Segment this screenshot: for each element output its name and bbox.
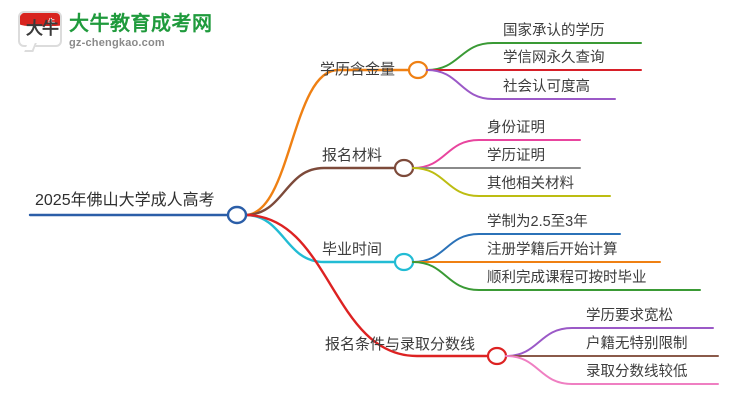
branch-label-0[interactable]: 学历含金量 [320, 61, 396, 78]
leaf-label-2-0[interactable]: 学制为2.5至3年 [487, 214, 588, 230]
leaf-line-0-0 [426, 42, 642, 71]
leaf-label-1-0[interactable]: 身份证明 [487, 120, 545, 136]
branch-line-0 [243, 68, 411, 217]
leaf-line-2-2 [412, 261, 701, 291]
leaf-label-3-2[interactable]: 录取分数线较低 [586, 364, 688, 380]
logo-bubble-top-band [20, 13, 60, 26]
root-label[interactable]: 2025年佛山大学成人高考 [35, 192, 215, 209]
branch-node-0[interactable] [407, 60, 429, 80]
logo-title: 大牛教育成考网 [69, 12, 213, 35]
leaf-line-0-2 [426, 69, 616, 100]
branch-line-3 [243, 213, 490, 358]
leaf-line-1-2 [412, 167, 611, 197]
logo-mark-badge: 牛 [48, 19, 55, 26]
leaf-line-3-2 [505, 355, 719, 385]
branch-line-1 [243, 166, 397, 217]
logo-subtitle: gz-chengkao.com [69, 36, 165, 49]
leaf-label-1-2[interactable]: 其他相关材料 [487, 176, 574, 192]
leaf-line-2-0 [412, 233, 621, 263]
branch-label-1[interactable]: 报名材料 [322, 147, 383, 164]
logo-wordmark: 大牛教育成考网 gz-chengkao.com [69, 13, 213, 49]
leaf-label-0-2[interactable]: 社会认可度高 [503, 79, 590, 95]
leaf-label-2-1[interactable]: 注册学籍后开始计算 [487, 242, 618, 258]
branch-node-2[interactable] [393, 252, 415, 272]
leaf-label-0-1[interactable]: 学信网永久查询 [503, 50, 605, 66]
logo-mark-icon: 牛 大牛 [18, 11, 62, 52]
leaf-line-3-0 [505, 327, 714, 357]
root-node[interactable] [226, 205, 248, 225]
branch-node-1[interactable] [393, 158, 415, 178]
logo-bubble-shape: 牛 大牛 [18, 11, 62, 47]
site-logo: 牛 大牛 大牛教育成考网 gz-chengkao.com [18, 8, 212, 54]
logo-mark-text: 大牛 [26, 19, 59, 38]
leaf-label-3-1[interactable]: 户籍无特别限制 [586, 336, 688, 352]
branch-node-3[interactable] [486, 346, 508, 366]
leaf-line-1-0 [412, 139, 581, 169]
branch-label-3[interactable]: 报名条件与录取分数线 [325, 336, 476, 353]
leaf-label-2-2[interactable]: 顺利完成课程可按时毕业 [487, 270, 647, 286]
leaf-label-3-0[interactable]: 学历要求宽松 [586, 308, 673, 324]
leaf-label-0-0[interactable]: 国家承认的学历 [503, 23, 605, 39]
branch-label-2[interactable]: 毕业时间 [322, 241, 383, 258]
leaf-label-1-1[interactable]: 学历证明 [487, 148, 545, 164]
